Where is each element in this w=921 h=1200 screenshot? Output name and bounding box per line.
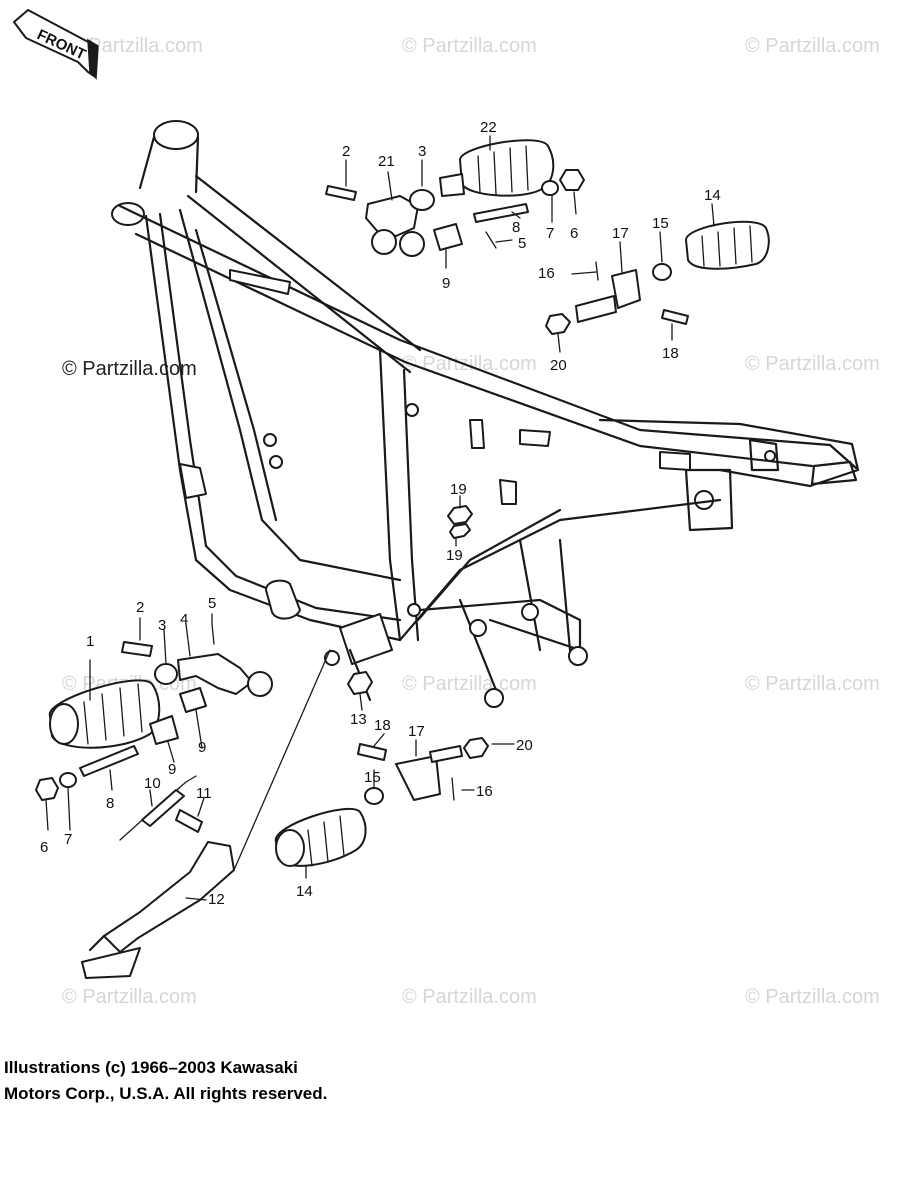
- callout-label: 2: [342, 143, 350, 160]
- watermark: © Partzilla.com: [402, 986, 537, 1008]
- watermark: © Partzilla.com: [745, 353, 880, 375]
- callout-label: 9: [442, 275, 450, 292]
- callout-label: 6: [40, 839, 48, 856]
- callout-label: 2: [136, 599, 144, 616]
- watermark: © Partzilla.com: [745, 35, 880, 57]
- callout-label: 4: [180, 611, 188, 628]
- copyright-line: Motors Corp., U.S.A. All rights reserved…: [4, 1084, 328, 1103]
- copyright-notice: Illustrations (c) 1966–2003 Kawasaki Mot…: [4, 1055, 604, 1107]
- callout-label: 1: [86, 633, 94, 650]
- callout-label: 3: [158, 617, 166, 634]
- callout-label: 15: [364, 769, 381, 786]
- callout-labels: 2 21 3 22 8 5 7 6 9 17 15 14 16 20 18 19…: [40, 119, 721, 908]
- motorcycle-frame: [111, 120, 860, 708]
- callout-label: 11: [196, 785, 212, 802]
- upper-footrest-assembly: [325, 139, 770, 335]
- watermark: © Partzilla.com: [402, 353, 537, 375]
- leader-lines: [45, 135, 715, 901]
- callout-label: 9: [168, 761, 176, 778]
- watermark: © Partzilla.com: [62, 358, 197, 380]
- callout-label: 3: [418, 143, 426, 160]
- callout-label: 8: [106, 795, 114, 812]
- callout-label: 6: [570, 225, 578, 242]
- callout-label: 17: [408, 723, 425, 740]
- callout-label: 13: [350, 711, 367, 728]
- callout-label: 7: [546, 225, 554, 242]
- front-arrow-icon: FRONT: [13, 9, 99, 80]
- callout-label: 8: [512, 219, 520, 236]
- callout-label: 14: [296, 883, 313, 900]
- callout-label: 19: [446, 547, 463, 564]
- watermark: © Partzilla.com: [68, 35, 203, 57]
- callout-label: 19: [450, 481, 467, 498]
- callout-label: 18: [662, 345, 679, 362]
- watermark: © Partzilla.com: [402, 35, 537, 57]
- callout-label: 17: [612, 225, 629, 242]
- callout-label: 9: [198, 739, 206, 756]
- callout-label: 16: [538, 265, 555, 282]
- callout-label: 5: [208, 595, 216, 612]
- copyright-line: Illustrations (c) 1966–2003 Kawasaki: [4, 1058, 298, 1077]
- lower-footrest-assembly: [35, 623, 373, 979]
- callout-label: 12: [208, 891, 225, 908]
- callout-label: 22: [480, 119, 497, 136]
- callout-label: 10: [144, 775, 161, 792]
- callout-label: 20: [516, 737, 533, 754]
- callout-label: 5: [518, 235, 526, 252]
- callout-label: 21: [378, 153, 395, 170]
- watermark: © Partzilla.com: [62, 986, 197, 1008]
- callout-label: 18: [374, 717, 391, 734]
- callout-label: 15: [652, 215, 669, 232]
- watermark: © Partzilla.com: [745, 986, 880, 1008]
- callout-label: 7: [64, 831, 72, 848]
- watermark: © Partzilla.com: [402, 673, 537, 695]
- watermark: © Partzilla.com: [745, 673, 880, 695]
- callout-label: 14: [704, 187, 721, 204]
- callout-label: 20: [550, 357, 567, 374]
- callout-label: 16: [476, 783, 493, 800]
- lower-right-footrest-assembly: [274, 505, 489, 867]
